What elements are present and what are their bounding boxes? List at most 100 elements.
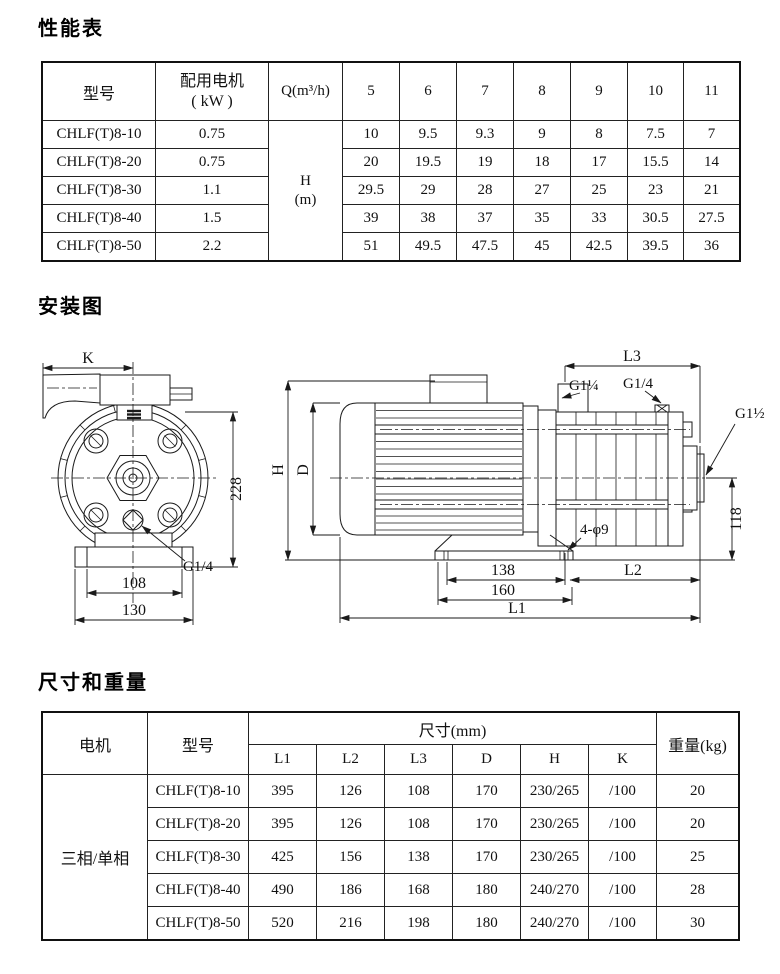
dims-weight: 20 — [656, 774, 739, 808]
dim-l3-label: L3 — [623, 348, 641, 365]
dims-row: CHLF(T)8-20 395 126 108 170 230/265 /100… — [43, 807, 739, 841]
dims-header-model: 型号 — [147, 712, 249, 775]
perf-value: 29 — [399, 176, 457, 205]
perf-value: 7 — [683, 120, 740, 149]
dims-value: 168 — [384, 873, 453, 907]
terminal-detail — [127, 411, 141, 418]
perf-value: 14 — [683, 148, 740, 177]
pump-side-view: H D L3 G1¼ G1/4 G1½ 118 4-φ9 — [270, 348, 765, 623]
perf-power: 1.5 — [155, 204, 269, 233]
dims-value: 108 — [384, 807, 453, 841]
perf-value: 45 — [513, 232, 571, 261]
perf-value: 9.3 — [456, 120, 514, 149]
perf-value: 37 — [456, 204, 514, 233]
installation-diagram: K 228 G1/4 108 130 — [35, 348, 765, 653]
perf-value: 17 — [570, 148, 628, 177]
dims-value: 230/265 — [520, 807, 589, 841]
perf-value: 21 — [683, 176, 740, 205]
dims-motor-group: 三相/单相 — [42, 774, 148, 940]
pump-base — [75, 547, 193, 567]
dims-header-k: K — [588, 744, 657, 775]
dims-value: 126 — [316, 774, 385, 808]
dim-k-label: K — [82, 350, 94, 367]
dims-header-l2: L2 — [316, 744, 385, 775]
perf-head-unit-cell: H (m) — [268, 120, 343, 261]
perf-value: 20 — [342, 148, 400, 177]
dims-model: CHLF(T)8-20 — [147, 807, 249, 841]
perf-row: CHLF(T)8-40 1.5 39 38 37 35 33 30.5 27.5 — [42, 204, 740, 233]
foot-holes — [444, 551, 568, 560]
dims-row: 三相/单相 CHLF(T)8-10 395 126 108 170 230/26… — [42, 774, 739, 940]
perf-header-q9: 9 — [570, 62, 628, 121]
dims-value: 170 — [452, 774, 521, 808]
perf-value: 35 — [513, 204, 571, 233]
pump-end-plate — [668, 412, 683, 546]
dim-plug-label: G1/4 — [623, 376, 654, 392]
perf-power: 0.75 — [155, 148, 269, 177]
perf-value: 51 — [342, 232, 400, 261]
perf-value: 30.5 — [627, 204, 684, 233]
dims-value: 230/265 — [520, 840, 589, 874]
perf-value: 7.5 — [627, 120, 684, 149]
dim-138-label: 138 — [491, 562, 515, 579]
perf-header-model: 型号 — [42, 62, 156, 121]
perf-value: 39.5 — [627, 232, 684, 261]
perf-model: CHLF(T)8-40 — [42, 204, 156, 233]
dim-holes-label: 4-φ9 — [580, 522, 609, 538]
dims-value: 425 — [248, 840, 317, 874]
dim-108-label: 108 — [122, 575, 146, 592]
installation-title: 安装图 — [38, 294, 104, 318]
perf-model: CHLF(T)8-50 — [42, 232, 156, 261]
dims-value: 156 — [316, 840, 385, 874]
dims-value: 180 — [452, 873, 521, 907]
dims-header-weight: 重量(kg) — [656, 712, 739, 775]
side-dimensions: H D L3 G1¼ G1/4 G1½ 118 4-φ9 — [270, 348, 765, 623]
perf-header-motor-line2: ( kW ) — [191, 92, 233, 110]
perf-header-q7: 7 — [456, 62, 514, 121]
dims-value: 108 — [384, 774, 453, 808]
dims-value: 240/270 — [520, 906, 589, 940]
perf-power: 1.1 — [155, 176, 269, 205]
perf-value: 19.5 — [399, 148, 457, 177]
junction-box — [430, 375, 487, 403]
dims-value: /100 — [588, 840, 657, 874]
dims-value: /100 — [588, 873, 657, 907]
perf-power: 2.2 — [155, 232, 269, 261]
dim-outlet-label: G1½ — [735, 406, 765, 422]
dim-inlet-label: G1¼ — [569, 378, 599, 394]
dim-l2-label: L2 — [624, 562, 642, 579]
dim-d-label: D — [295, 464, 312, 476]
dim-g14-front-label: G1/4 — [183, 559, 214, 575]
perf-head-line2: (m) — [294, 191, 317, 208]
perf-value: 38 — [399, 204, 457, 233]
pump-front-view: K 228 G1/4 108 130 — [43, 350, 245, 625]
dims-header-l1: L1 — [248, 744, 317, 775]
dims-value: 520 — [248, 906, 317, 940]
perf-model: CHLF(T)8-10 — [42, 120, 156, 149]
flange-bolts — [84, 429, 182, 527]
perf-value: 18 — [513, 148, 571, 177]
dims-value: 170 — [452, 807, 521, 841]
dims-weight: 28 — [656, 873, 739, 907]
bearing-box — [100, 375, 170, 405]
dims-header-l3: L3 — [384, 744, 453, 775]
dims-value: 395 — [248, 774, 317, 808]
dims-header-motor: 电机 — [42, 712, 148, 775]
perf-header-motor: 配用电机 ( kW ) — [155, 62, 269, 121]
dims-weight: 20 — [656, 807, 739, 841]
perf-head-line1: H — [300, 172, 311, 189]
perf-value: 33 — [570, 204, 628, 233]
perf-header-q8: 8 — [513, 62, 571, 121]
dims-value: 216 — [316, 906, 385, 940]
perf-value: 9.5 — [399, 120, 457, 149]
dims-value: 186 — [316, 873, 385, 907]
dims-model: CHLF(T)8-30 — [147, 840, 249, 874]
dims-value: 126 — [316, 807, 385, 841]
perf-row: CHLF(T)8-10 0.75 H (m) 10 9.5 9.3 9 8 7.… — [42, 120, 740, 261]
pump-pedestal — [95, 533, 172, 547]
dim-130-label: 130 — [122, 602, 146, 619]
dims-row: CHLF(T)8-40 490 186 168 180 240/270 /100… — [43, 873, 739, 907]
dims-value: /100 — [588, 906, 657, 940]
perf-header-row: 型号 配用电机 ( kW ) Q(m³/h) 5 6 7 8 9 10 11 — [42, 62, 740, 121]
